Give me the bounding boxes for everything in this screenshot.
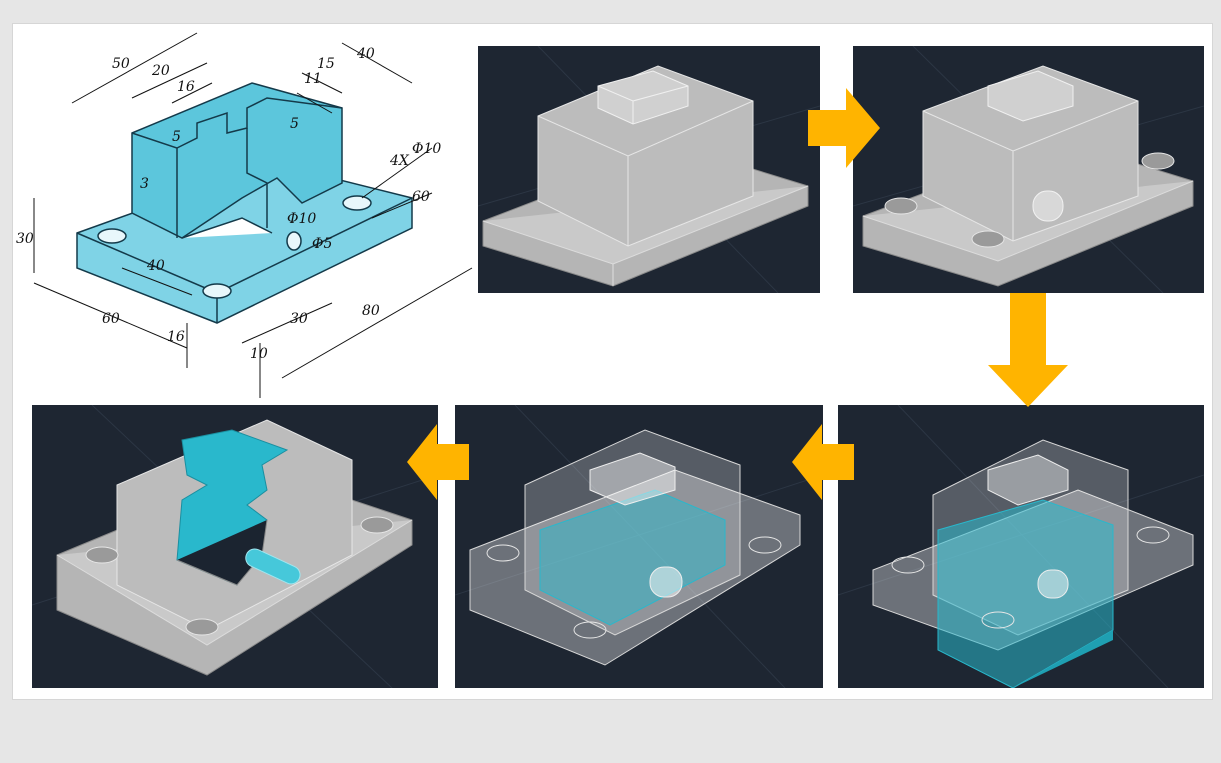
cad-viewport-step-3 — [838, 405, 1204, 688]
arrow-down — [988, 293, 1068, 407]
dim-phi5: Φ5 — [312, 236, 332, 252]
dim-60-right: 60 — [412, 189, 430, 205]
dim-80: 80 — [362, 303, 380, 319]
dim-60-left: 60 — [102, 311, 120, 327]
dim-phi10-holes: Φ10 — [412, 141, 441, 157]
dim-11: 11 — [304, 71, 322, 87]
arrow-left-2 — [407, 424, 469, 500]
dim-30-height: 30 — [16, 231, 34, 247]
dim-40-inner: 40 — [146, 258, 165, 274]
dim-15: 15 — [317, 56, 335, 72]
dim-30-base: 30 — [290, 311, 308, 327]
dim-3: 3 — [140, 176, 149, 192]
dim-10-bottom: 10 — [250, 346, 268, 362]
arrow-right — [808, 88, 880, 168]
dim-4x: 4X — [389, 153, 410, 169]
dim-40-top: 40 — [356, 46, 375, 62]
dim-phi10-boss: Φ10 — [287, 211, 316, 227]
dim-50: 50 — [112, 56, 130, 72]
cad-viewport-step-1 — [478, 46, 820, 293]
cad-viewport-step-4 — [455, 405, 823, 688]
dim-20: 20 — [151, 63, 170, 79]
arrow-left-1 — [792, 424, 854, 500]
technical-drawing: 50 20 16 15 11 40 5 5 3 30 4X Φ10 Φ10 Φ5… — [12, 23, 478, 398]
dim-5-left: 5 — [172, 129, 181, 145]
cad-viewport-step-5 — [32, 405, 438, 688]
dim-16-bottom: 16 — [167, 329, 185, 345]
dim-16: 16 — [177, 79, 195, 95]
dim-5-right: 5 — [290, 116, 299, 132]
cad-viewport-step-2 — [853, 46, 1204, 293]
